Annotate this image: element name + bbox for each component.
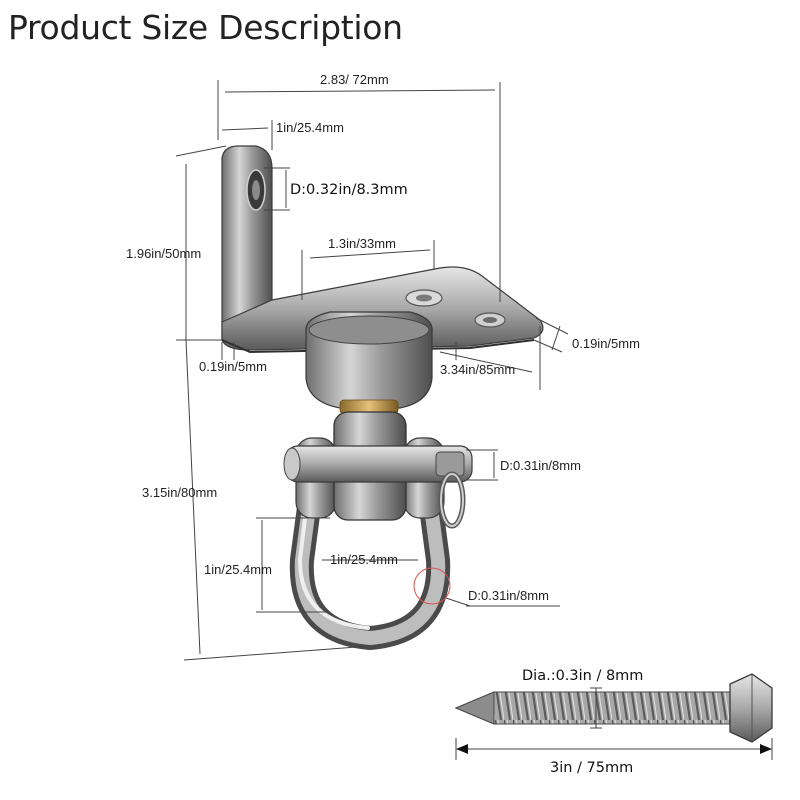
label-screw-diameter: Dia.:0.3in / 8mm <box>522 668 643 684</box>
dimension-lines <box>175 80 773 760</box>
label-plate-length: 3.34in/85mm <box>440 362 515 377</box>
label-shackle-width: 1in/25.4mm <box>330 552 398 567</box>
label-pin-diameter: D:0.31in/8mm <box>500 458 581 473</box>
page-title: Product Size Description <box>8 8 403 47</box>
label-screw-length: 3in / 75mm <box>550 760 633 776</box>
label-plate-width: 1in/25.4mm <box>276 120 344 135</box>
label-plate-thickness-right: 0.19in/5mm <box>572 336 640 351</box>
label-plate-height: 1.96in/50mm <box>126 246 201 261</box>
label-plate-thickness-left: 0.19in/5mm <box>199 359 267 374</box>
l-bracket <box>221 145 544 354</box>
lag-screw <box>454 673 773 743</box>
label-rod-diameter: D:0.31in/8mm <box>468 588 549 603</box>
label-shackle-height: 1in/25.4mm <box>204 562 272 577</box>
hex-head-icon <box>729 673 773 743</box>
label-overall-height: 3.15in/80mm <box>142 485 217 500</box>
label-base-to-swivel: 1.3in/33mm <box>328 236 396 251</box>
label-hole-diameter: D:0.32in/8.3mm <box>290 182 408 198</box>
swivel-housing <box>305 311 433 415</box>
label-total-width: 2.83/ 72mm <box>320 72 389 87</box>
shackle <box>283 411 473 651</box>
horizontal-plate <box>221 266 544 351</box>
